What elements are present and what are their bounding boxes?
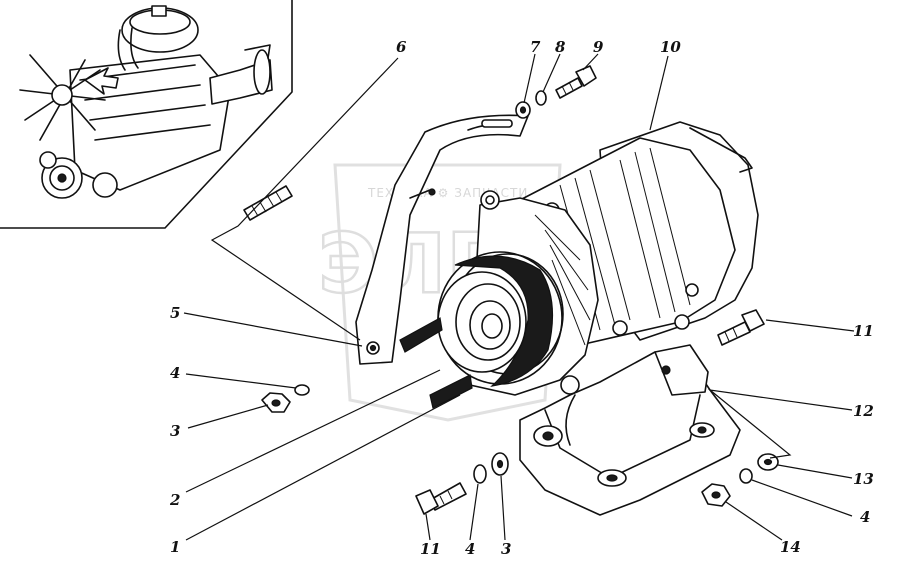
bottom-bolt [415, 482, 467, 515]
callout-3-bottom: 3 [501, 540, 511, 558]
callout-9: 9 [593, 38, 604, 56]
callout-4-right: 4 [860, 508, 870, 526]
callout-3-left: 3 [170, 422, 180, 440]
leader-lines [183, 53, 855, 541]
mounting-foot [519, 344, 741, 516]
callout-4-bottom: 4 [465, 540, 475, 558]
left-nut [261, 392, 291, 413]
right-lock-washer [739, 468, 753, 484]
drive-pulley [437, 251, 564, 387]
callout-labels: 1 2 3 4 5 6 7 8 9 10 11 12 13 4 14 11 4 … [169, 38, 874, 558]
top-lock-washer [535, 90, 547, 106]
callout-8: 8 [555, 38, 566, 56]
engine-inset [0, 0, 293, 229]
callout-14: 14 [780, 538, 801, 556]
callout-6: 6 [396, 38, 407, 56]
callout-10: 10 [660, 38, 681, 56]
adjusting-stud [243, 185, 293, 221]
callout-5: 5 [170, 304, 180, 322]
drive-belt [399, 317, 473, 409]
callout-11-bottom: 11 [420, 540, 441, 558]
callout-11-right: 11 [853, 322, 874, 340]
wire-clip [409, 188, 436, 199]
right-flat-washer [757, 453, 779, 471]
top-flat-washer [515, 101, 531, 119]
right-bolt [717, 309, 765, 346]
callout-7: 7 [530, 38, 541, 56]
top-bolt [555, 65, 597, 99]
callout-4-left: 4 [170, 364, 180, 382]
bottom-lock-washer [473, 464, 487, 484]
callout-2: 2 [169, 491, 180, 509]
callout-13: 13 [853, 470, 874, 488]
tension-bracket [355, 114, 529, 365]
callout-1: 1 [170, 538, 180, 556]
bottom-flat-washer [491, 452, 509, 476]
left-lock-washer [294, 384, 310, 396]
right-nut [701, 483, 731, 507]
callout-12: 12 [853, 402, 874, 420]
